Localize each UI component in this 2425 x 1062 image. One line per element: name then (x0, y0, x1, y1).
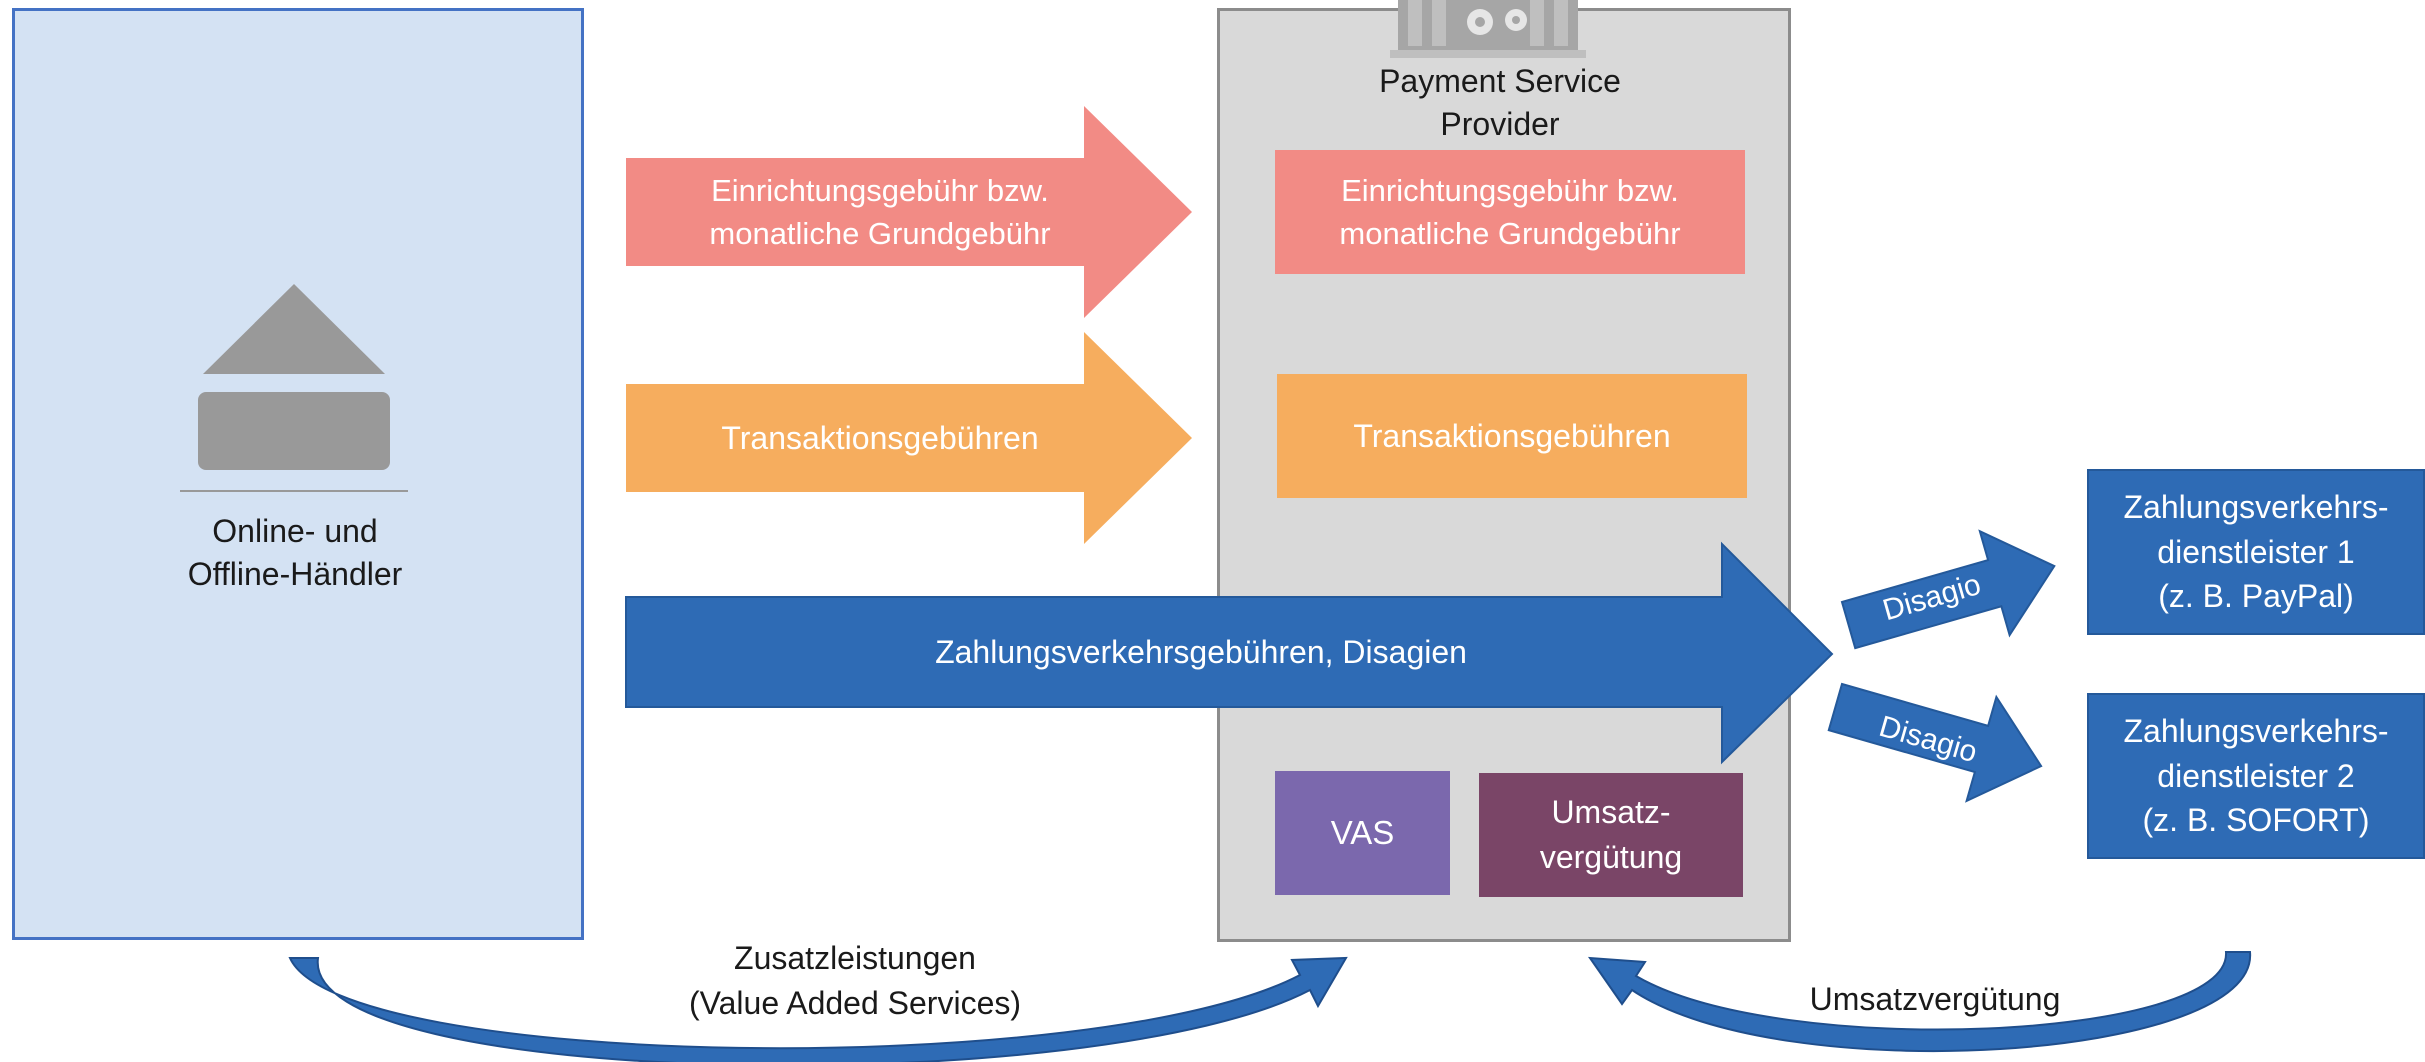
psp-transaction-fees-box: Transaktionsgebühren (1277, 374, 1747, 498)
transaction-fees-arrow-label: Transaktionsgebühren (721, 419, 1039, 456)
setup-fee-arrow-label: Einrichtungsgebühr bzw. monatliche Grund… (640, 158, 1120, 266)
psp-revenue-share-line1: Umsatz- (1551, 794, 1671, 831)
psp-label-line1: Payment Service (1379, 63, 1621, 99)
psp-setup-fee-box: Einrichtungsgebühr bzw. monatliche Grund… (1275, 150, 1745, 274)
vas-bottom-line2: (Value Added Services) (688, 984, 1022, 1021)
transaction-fees-arrow (626, 332, 1192, 544)
provider-1-line3: (z. B. PayPal) (2158, 578, 2354, 615)
psp-label-line2: Provider (1440, 106, 1560, 143)
setup-fee-arrow (626, 106, 1192, 318)
provider-2-line3: (z. B. SOFORT) (2142, 802, 2370, 839)
psp-setup-fee-line1: Einrichtungsgebühr bzw. (1341, 172, 1679, 208)
payment-fees-arrow (625, 541, 1834, 765)
provider-1-line1: Zahlungsverkehrs- (2123, 488, 2389, 525)
vas-curved-arrow (288, 956, 1348, 1062)
merchant-label: Online- und Offline-Händler (140, 510, 450, 596)
merchant-panel (12, 8, 584, 940)
payment-fees-arrow-label: Zahlungsverkehrsgebühren, Disagien (935, 633, 1467, 670)
provider-box-1: Zahlungsverkehrs- dienstleister 1 (z. B.… (2087, 469, 2425, 635)
vas-bottom-label: Zusatzleistungen (Value Added Services) (660, 936, 1050, 1026)
disagio-arrow-2 (1827, 682, 2043, 803)
provider-2-line2: dienstleister 2 (2157, 757, 2355, 794)
revenue-share-curved-arrow (1587, 951, 2252, 1053)
vas-bottom-line1: Zusatzleistungen (734, 940, 976, 976)
shop-icon (180, 284, 408, 492)
psp-label: Payment Service Provider (1330, 60, 1670, 146)
setup-fee-arrow-line2: monatliche Grundgebühr (709, 216, 1051, 251)
setup-fee-arrow-line1: Einrichtungsgebühr bzw. (711, 172, 1049, 208)
bank-icon (1390, 0, 1586, 58)
merchant-label-line1: Online- und (212, 513, 378, 549)
merchant-label-line2: Offline-Händler (187, 556, 403, 593)
disagio-arrow-1 (1840, 529, 2056, 650)
psp-setup-fee-line2: monatliche Grundgebühr (1339, 216, 1681, 251)
revenue-share-bottom-label: Umsatzvergütung (1809, 981, 2061, 1017)
provider-box-2: Zahlungsverkehrs- dienstleister 2 (z. B.… (2087, 693, 2425, 859)
psp-vas-box: VAS (1275, 771, 1450, 895)
provider-2-line1: Zahlungsverkehrs- (2123, 712, 2389, 749)
psp-revenue-share-line2: vergütung (1539, 839, 1683, 875)
psp-revenue-share-box: Umsatz- vergütung (1479, 773, 1743, 897)
provider-1-line2: dienstleister 1 (2157, 533, 2355, 570)
